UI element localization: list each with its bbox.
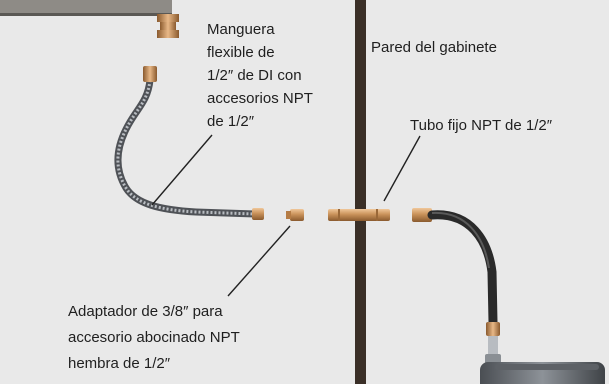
adapter-label-line: hembra de 1/2″	[68, 355, 171, 372]
cabinet-wall	[355, 0, 366, 384]
hose-fitting-top	[143, 66, 157, 82]
appliance-body	[0, 0, 172, 16]
black-hose	[427, 210, 498, 327]
flexible-hose	[114, 76, 259, 218]
appliance-inlet-fitting	[157, 14, 179, 38]
adapter-fitting	[286, 209, 304, 221]
leader-pipe	[383, 135, 421, 202]
hose-label-line: Manguera	[207, 21, 275, 38]
adapter-label-line: Adaptador de 3/8″ para	[68, 303, 223, 320]
pipe-label: Tubo fijo NPT de 1/2″	[410, 117, 553, 134]
hose-label-line: accesorios NPT	[207, 90, 313, 107]
adapter-label: Adaptador de 3/8″ para accesorio abocina…	[68, 299, 240, 377]
wall-label: Pared del gabinete	[371, 39, 497, 56]
hose-fitting-end	[252, 208, 264, 220]
adapter-label-line: accesorio abocinado NPT	[68, 329, 240, 346]
hose-label-line: de 1/2″	[207, 113, 255, 130]
leader-lines	[151, 134, 421, 297]
propane-tank	[480, 362, 605, 384]
hose-label: Manguera flexible de 1/2″ de DI con acce…	[207, 18, 313, 133]
leader-hose	[151, 134, 213, 206]
regulator-fitting	[485, 322, 501, 364]
rigid-pipe	[328, 209, 390, 221]
right-inlet-fitting	[412, 208, 432, 222]
leader-adapter	[227, 225, 291, 297]
hose-label-line: flexible de	[207, 44, 275, 61]
hose-label-line: 1/2″ de DI con	[207, 67, 302, 84]
